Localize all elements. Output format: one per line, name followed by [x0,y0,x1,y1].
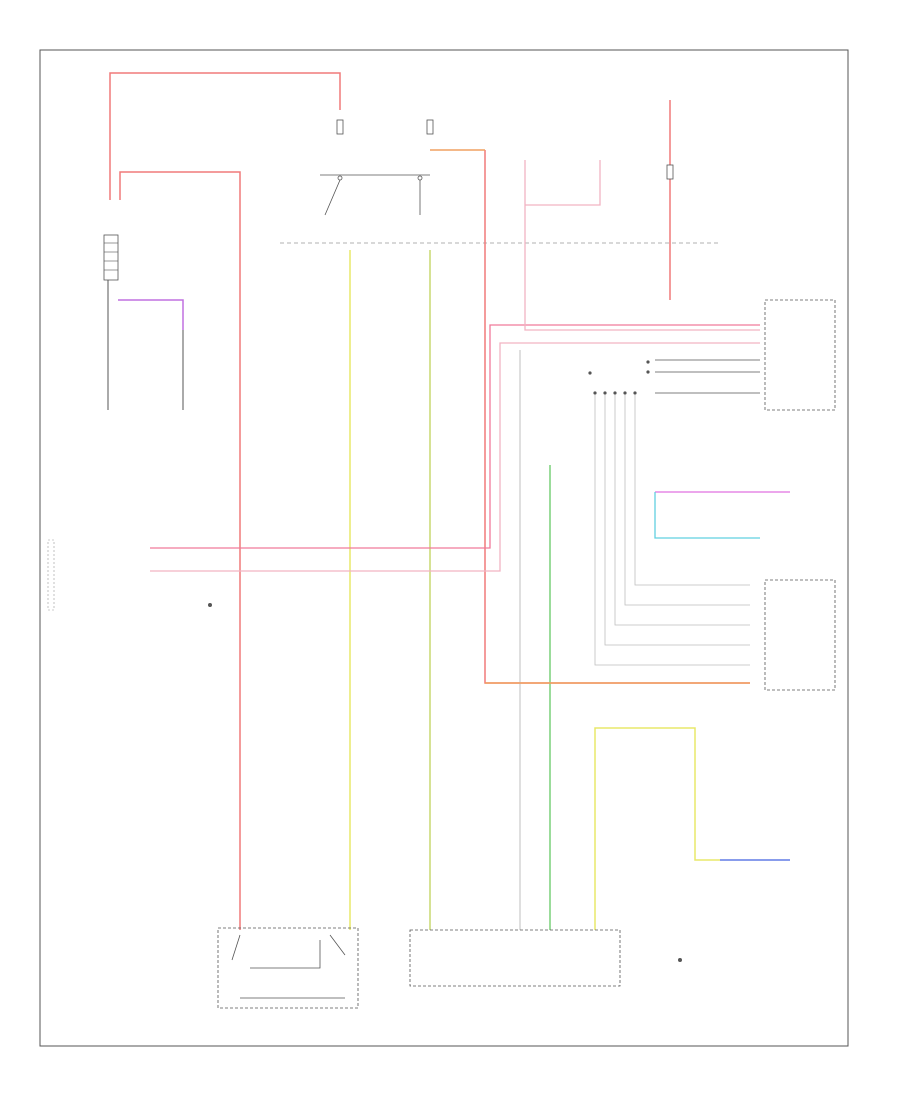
pink-data-wires [150,160,760,572]
connector-dots [208,360,682,962]
diagram-frame [39,49,849,1047]
red-wire-battery-to-starter [119,171,241,930]
violet-wire-battery-sensor [118,299,184,330]
fuse-block [336,119,674,180]
black-wire-module-outputs [655,359,760,394]
powertrain-control-module [409,929,621,987]
cyan-wire-sensor [654,492,760,539]
fuse-1 [336,119,344,135]
fuse-2 [426,119,434,135]
red-wire-battery-to-fuse [109,72,341,200]
left-connector-block [47,539,55,611]
battery-symbol [103,234,119,281]
fuse-3 [666,164,674,180]
body-control-module [764,299,836,411]
gray-wires-module-outputs [594,395,750,666]
yellow-wire-trs-feed [594,727,720,930]
ignition-switch [320,174,430,216]
neutral-safety-module [764,579,836,691]
starter-motor [217,927,359,1009]
